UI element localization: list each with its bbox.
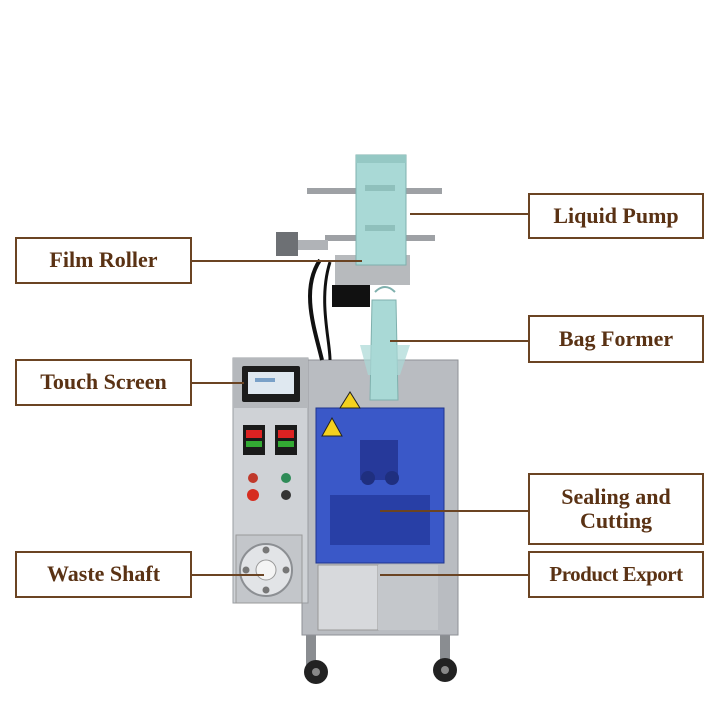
leader-touch-screen [192,382,244,384]
leader-product-export [380,574,528,576]
label-bag-former: Bag Former [528,315,704,363]
label-product-export: Product Export [528,551,704,598]
label-film-roller: Film Roller [15,237,192,284]
touch-screen-panel [242,366,300,402]
waste-shaft-wheel [235,534,303,604]
label-liquid-pump: Liquid Pump [528,193,704,239]
label-waste-shaft: Waste Shaft [15,551,192,598]
temperature-controllers [243,425,297,455]
leader-liquid-pump [410,213,528,215]
caster-wheels [304,630,457,684]
control-buttons [247,473,291,501]
leader-film-roller [192,260,362,262]
label-sealing-cutting: Sealing and Cutting [528,473,704,545]
leader-sealing-cutting [380,510,528,512]
blue-guard-panel [315,391,445,564]
liquid-pump [355,154,407,266]
leader-bag-former [390,340,528,342]
bag-former [360,286,410,401]
leader-waste-shaft [192,574,264,576]
label-touch-screen: Touch Screen [15,359,192,406]
